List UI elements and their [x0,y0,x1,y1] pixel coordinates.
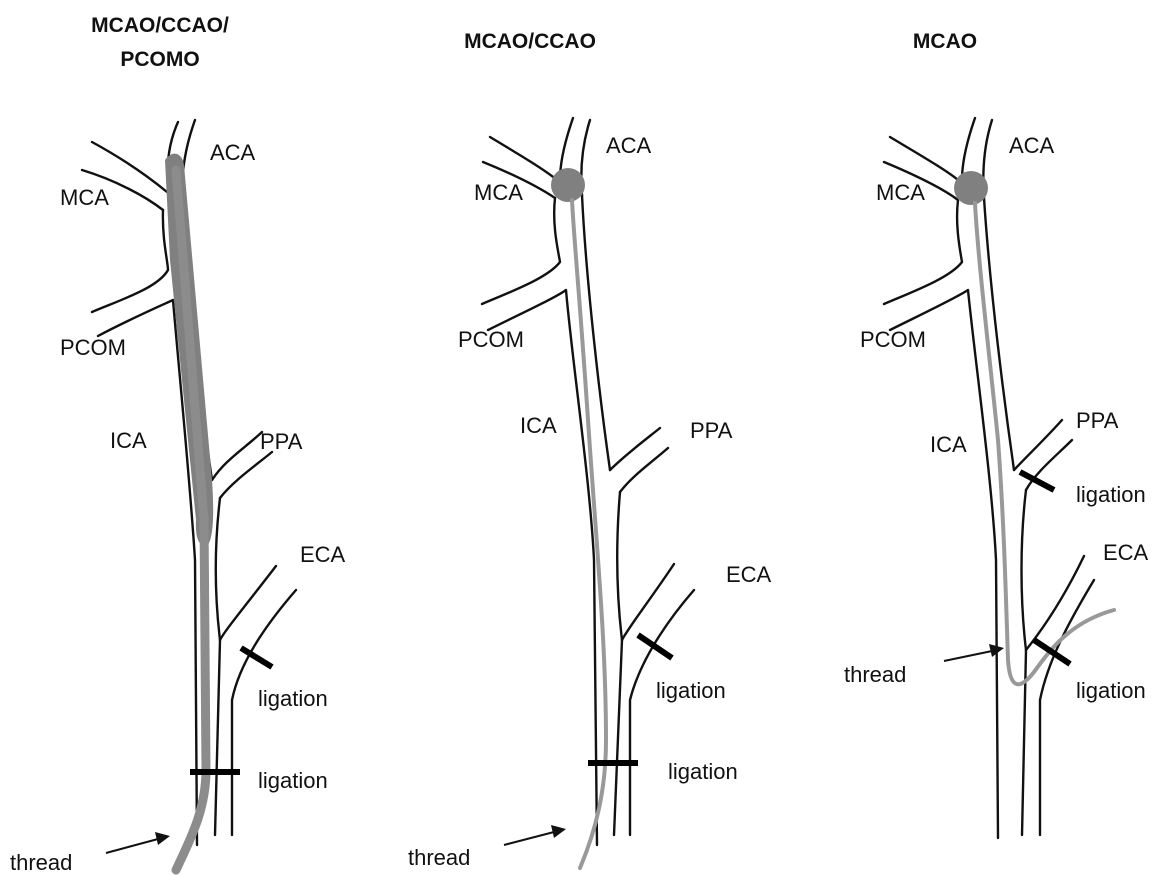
panel-2-label-aca: ACA [606,133,652,158]
panel-2-label-ica: ICA [520,413,557,438]
panel-2-title: MCAO/CCAO [464,30,596,53]
panel-3-label-ppa: PPA [1076,408,1119,433]
panel-2-label-eca: ECA [726,562,772,587]
panel-3-thread-arrow [944,644,1004,661]
panel-1-title-line-1: MCAO/CCAO/ [91,14,229,37]
panel-1-label-aca: ACA [210,140,256,165]
panel-1-label-ligation-cca: ligation [258,768,328,793]
panel-mcao-ccao-pcomo: MCAO/CCAO/ PCOMO [10,14,346,875]
panel-3-label-thread: thread [844,662,906,687]
panel-1-label-ppa: PPA [260,429,303,454]
panel-2-thread-arrow [504,825,566,845]
panel-mcao-ccao: MCAO/CCAO ACA MCA PCOM ICA PPA [408,30,772,870]
panel-3-title: MCAO [913,30,977,53]
panel-2-label-ligation-eca: ligation [656,678,726,703]
panel-3-occlusion [954,171,988,205]
panel-2-label-ppa: PPA [690,418,733,443]
panel-1-label-ica: ICA [110,428,147,453]
panel-1-thread-arrow [106,832,170,853]
panel-3-label-mca: MCA [876,180,925,205]
panel-3-label-ica: ICA [930,432,967,457]
panel-2-label-ligation-cca: ligation [668,759,738,784]
panel-mcao: MCAO ACA MCA PCOM ICA PPA [844,30,1149,838]
panel-3-label-aca: ACA [1009,133,1055,158]
panel-2-label-mca: MCA [474,180,523,205]
panel-1-label-mca: MCA [60,185,109,210]
panel-3-vessels [884,118,1094,838]
panel-1-label-pcom: PCOM [60,335,126,360]
panel-2-vessels [482,118,694,845]
panel-1-label-eca: ECA [300,542,346,567]
panel-2-label-thread: thread [408,845,470,870]
panel-3-label-ligation-eca: ligation [1076,678,1146,703]
panel-2-occlusion [551,168,585,202]
panel-1-label-thread: thread [10,850,72,875]
panel-1-label-ligation-eca: ligation [258,686,328,711]
panel-2-label-pcom: PCOM [458,327,524,352]
panel-3-label-ligation-ppa: ligation [1076,482,1146,507]
panel-3-label-pcom: PCOM [860,327,926,352]
panel-3-label-eca: ECA [1103,540,1149,565]
panel-2-ligation-eca [638,635,672,658]
panel-1-title-line-2: PCOMO [120,48,199,71]
